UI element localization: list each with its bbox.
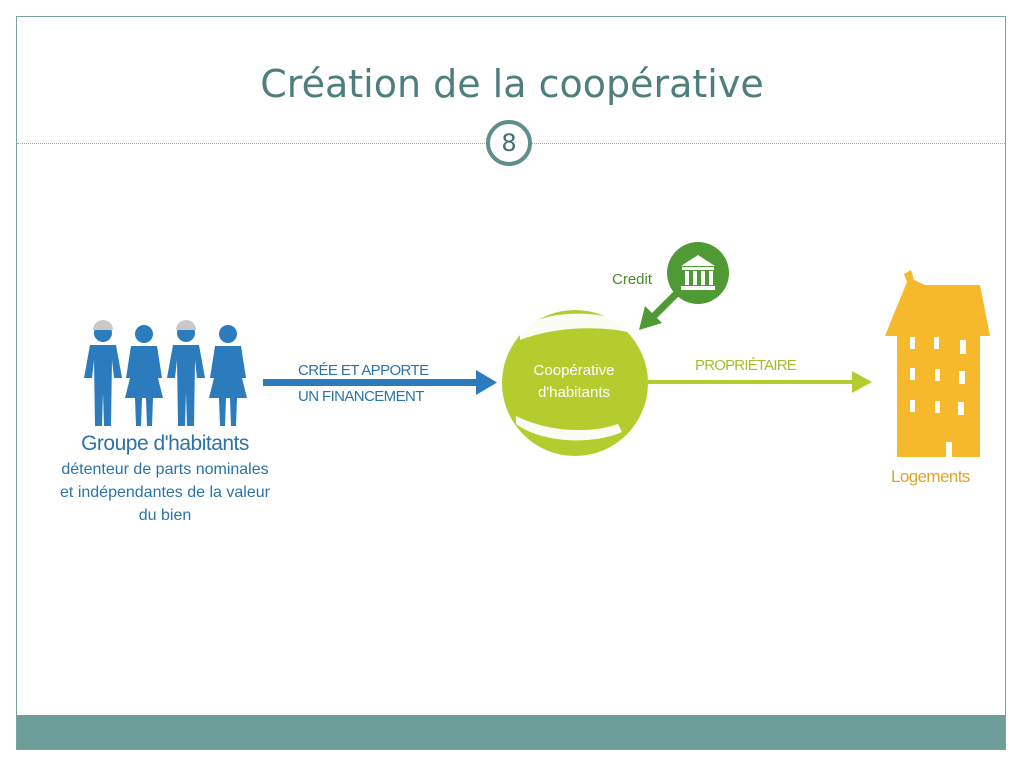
cooperative-label-line: Coopérative <box>533 362 615 379</box>
group-title: Groupe d'habitants <box>81 432 249 455</box>
footer-band <box>17 715 1005 749</box>
person-icon <box>167 320 205 426</box>
cooperative-label: Coopérative d'habitants <box>512 360 636 404</box>
person-icon <box>84 320 122 426</box>
arrow-credit-to-coop <box>639 287 683 330</box>
cooperative-label-line: d'habitants <box>537 384 611 401</box>
group-description-line: et indépendantes de la valeur <box>60 484 270 501</box>
building-icon <box>885 270 990 457</box>
owner-label: PROPRIÉTAIRE <box>695 357 797 374</box>
cooperative-node <box>502 310 648 456</box>
people-group-icon <box>84 320 247 426</box>
slide-number-badge: 8 <box>486 120 532 166</box>
slide-title: Création de la coopérative <box>260 62 764 106</box>
group-description: détenteur de parts nominales et indépend… <box>30 458 300 527</box>
housing-label: Logements <box>891 467 970 486</box>
arrow-group-to-coop <box>263 370 497 395</box>
bank-icon <box>681 255 715 290</box>
arrow-label-line-2: UN FINANCEMENT <box>298 388 424 405</box>
credit-label: Credit <box>612 271 653 288</box>
arrow-coop-to-housing <box>648 371 872 393</box>
hand-top-icon <box>520 313 628 340</box>
bank-node <box>667 242 729 304</box>
group-description-line: du bien <box>138 507 192 524</box>
person-icon <box>125 325 163 426</box>
group-description-line: détenteur de parts nominales <box>61 461 269 478</box>
hand-bottom-icon <box>516 416 622 441</box>
person-icon <box>209 325 247 426</box>
arrow-label-line-1: CRÉE ET APPORTE <box>298 362 429 379</box>
